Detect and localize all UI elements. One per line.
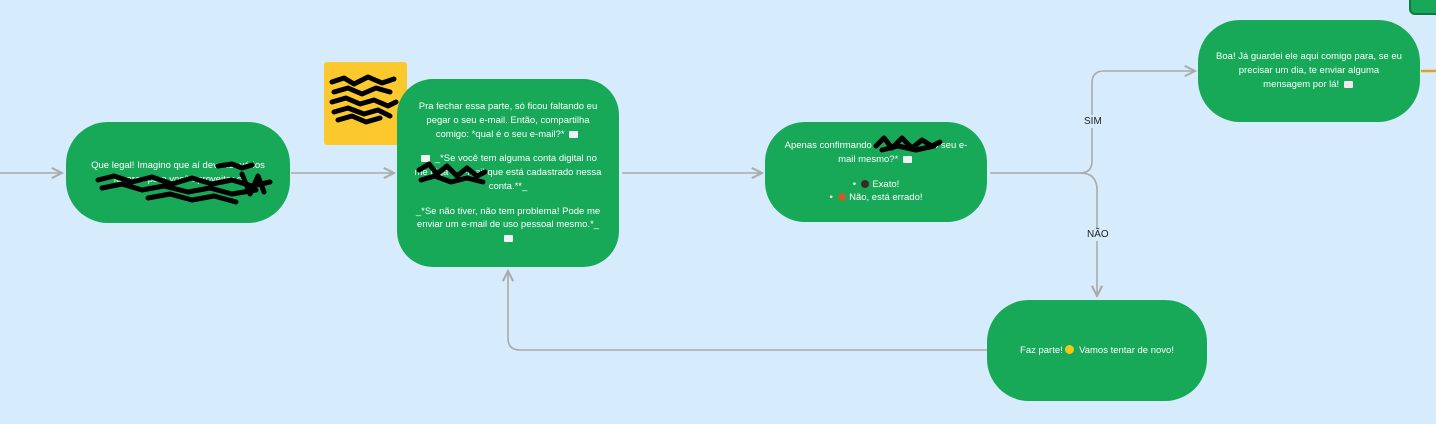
redaction-node-2 <box>416 161 488 185</box>
relieved-face-icon <box>1065 344 1075 354</box>
redaction-node-1 <box>95 161 273 205</box>
node-paragraph-1: Pra fechar essa parte, só ficou faltando… <box>418 101 598 140</box>
connector-nao[interactable] <box>1079 172 1097 296</box>
incoming-envelope-icon <box>902 155 912 163</box>
edge-label-nao: NÃO <box>1085 228 1111 241</box>
flow-node-retry[interactable]: Faz parte! Vamos tentar de novo! <box>987 300 1207 401</box>
flow-node-confirm-email[interactable]: Apenas confirmando é o seu e-mail mesmo?… <box>765 122 987 222</box>
incoming-envelope-icon <box>421 155 431 163</box>
redaction-sticky <box>329 74 399 125</box>
envelope-icon <box>569 130 579 138</box>
answer-options: Exato! Não, está errado! <box>829 178 923 206</box>
node-question: Apenas confirmando é o seu e-mail mesmo?… <box>784 139 968 165</box>
edge-label-sim: SIM <box>1082 115 1104 128</box>
flow-node-intro[interactable]: Que legal! Imagino que aí deve ter vário… <box>66 122 290 223</box>
node-paragraph-3: _*Se não tiver, não tem problema! Pode m… <box>411 205 605 246</box>
connector-retry[interactable] <box>508 271 987 351</box>
option-no: Não, está errado! <box>829 191 923 205</box>
envelope-icon <box>503 235 513 243</box>
dark-circle-icon <box>861 179 870 188</box>
node-text: Boa! Já guardei ele aqui comigo para, se… <box>1216 51 1402 90</box>
brown-circle-icon <box>838 193 847 202</box>
flow-node-saved[interactable]: Boa! Já guardei ele aqui comigo para, se… <box>1198 20 1420 122</box>
node-text: Faz parte! Vamos tentar de novo! <box>1020 344 1174 356</box>
redaction-node-3 <box>873 135 943 153</box>
offscreen-shape <box>1409 0 1436 15</box>
node-text: Que legal! Imagino que aí deve ter vário… <box>91 159 265 185</box>
option-yes: Exato! <box>829 178 922 192</box>
love-letter-icon <box>1343 80 1353 88</box>
